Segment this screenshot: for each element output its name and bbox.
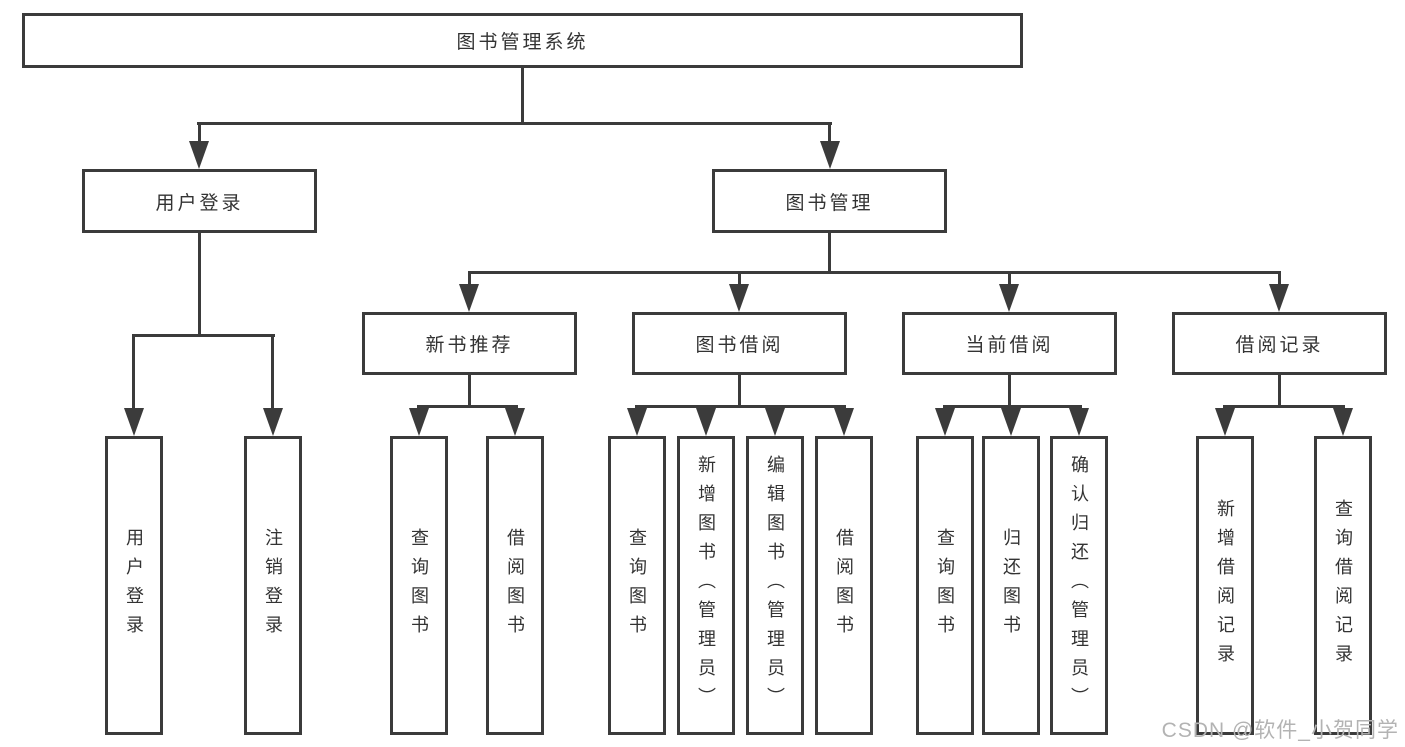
- connector-root-bar: [197, 122, 832, 125]
- connector-book-mgmt-drop: [828, 122, 831, 144]
- connector-l3-bar: [943, 405, 1082, 408]
- leaf-edit-book-admin: 编辑图书（管理员）: [746, 436, 804, 735]
- arrowhead-icon: [189, 141, 209, 169]
- leaf-borrow-books: 借阅图书: [815, 436, 873, 735]
- connector-l3-bar: [1223, 405, 1345, 408]
- node-root: 图书管理系统: [22, 13, 1023, 68]
- arrowhead-icon: [505, 408, 525, 436]
- leaf-confirm-return-admin: 确认归还（管理员）: [1050, 436, 1108, 735]
- arrowhead-icon: [696, 408, 716, 436]
- node-current-borrow: 当前借阅: [902, 312, 1117, 375]
- connector-l3-stem: [1008, 375, 1011, 408]
- leaf-return-book: 归还图书: [982, 436, 1040, 735]
- arrowhead-icon: [834, 408, 854, 436]
- connector-user-branch-bar: [132, 334, 275, 337]
- leaf-query-books-recommend: 查询图书: [390, 436, 448, 735]
- leaf-add-book-admin: 新增图书（管理员）: [677, 436, 735, 735]
- connector-leaf-drop: [271, 334, 274, 410]
- arrowhead-icon: [820, 141, 840, 169]
- connector-leaf-drop: [132, 334, 135, 410]
- arrowhead-icon: [1069, 408, 1089, 436]
- connector-l3-drop: [468, 271, 471, 287]
- leaf-user-login: 用户登录: [105, 436, 163, 735]
- arrowhead-icon: [935, 408, 955, 436]
- arrowhead-icon: [459, 284, 479, 312]
- leaf-borrow-books-recommend: 借阅图书: [486, 436, 544, 735]
- connector-l3-drop: [1008, 271, 1011, 287]
- connector-l3-stem: [738, 375, 741, 408]
- node-book-borrow: 图书借阅: [632, 312, 847, 375]
- connector-mgmt-branch-bar: [468, 271, 1281, 274]
- arrowhead-icon: [1333, 408, 1353, 436]
- node-user-login: 用户登录: [82, 169, 317, 233]
- connector-l3-stem: [1278, 375, 1281, 408]
- connector-l3-bar: [417, 405, 518, 408]
- connector-l3-stem: [468, 375, 471, 408]
- leaf-add-borrow-record: 新增借阅记录: [1196, 436, 1254, 735]
- leaf-query-books-borrow: 查询图书: [608, 436, 666, 735]
- connector-root-stem: [521, 68, 524, 125]
- connector-user-login-drop: [198, 122, 201, 144]
- arrowhead-icon: [765, 408, 785, 436]
- arrowhead-icon: [729, 284, 749, 312]
- leaf-logout: 注销登录: [244, 436, 302, 735]
- watermark: CSDN @软件_小贺同学: [1161, 719, 1399, 742]
- leaf-query-borrow-record: 查询借阅记录: [1314, 436, 1372, 735]
- arrowhead-icon: [999, 284, 1019, 312]
- connector-l3-bar: [635, 405, 846, 408]
- node-borrow-records: 借阅记录: [1172, 312, 1387, 375]
- node-new-book-recommend: 新书推荐: [362, 312, 577, 375]
- connector-user-branch-stem: [198, 233, 201, 337]
- connector-mgmt-branch-stem: [828, 233, 831, 274]
- leaf-query-books-current: 查询图书: [916, 436, 974, 735]
- arrowhead-icon: [409, 408, 429, 436]
- arrowhead-icon: [1269, 284, 1289, 312]
- arrowhead-icon: [1001, 408, 1021, 436]
- connector-l3-drop: [738, 271, 741, 287]
- arrowhead-icon: [627, 408, 647, 436]
- arrowhead-icon: [263, 408, 283, 436]
- arrowhead-icon: [1215, 408, 1235, 436]
- node-book-management: 图书管理: [712, 169, 947, 233]
- connector-l3-drop: [1278, 271, 1281, 287]
- arrowhead-icon: [124, 408, 144, 436]
